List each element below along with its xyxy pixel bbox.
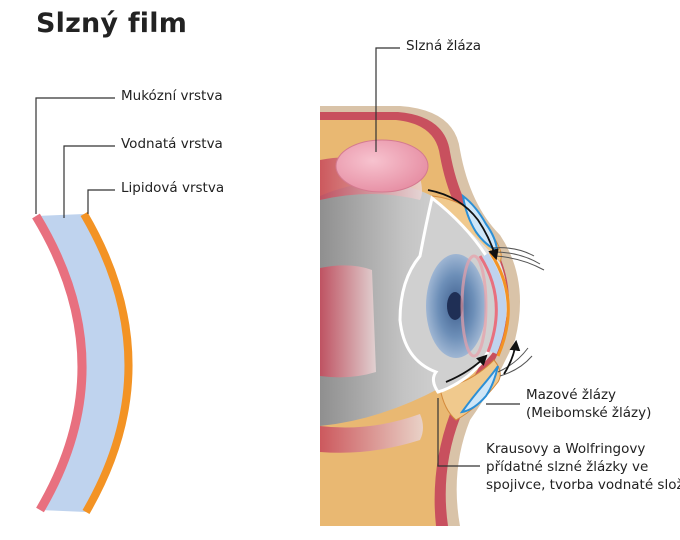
- aqueous-leader-line: [63, 145, 115, 218]
- corneal-tear-film-lipid: [488, 251, 510, 357]
- lower-eyelid: [439, 359, 501, 421]
- meibomian-flow-arrow: [503, 339, 521, 375]
- krause-leader-line: [437, 398, 480, 467]
- lipid-layer: [80, 211, 133, 515]
- cornea-highlight: [460, 254, 488, 358]
- page-title: Slzný film: [36, 8, 188, 39]
- lower-eyelashes: [497, 347, 533, 377]
- lipid-layer-label: Lipidová vrstva: [121, 180, 225, 196]
- lacrimal-gland: [335, 139, 429, 193]
- krause-label-line-1: Krausovy a Wolfringovy: [486, 441, 646, 457]
- meibomian-label-line-2: (Meibomské žlázy): [526, 405, 652, 421]
- eye-cross-section: [320, 106, 545, 526]
- corneal-tear-film-aqueous: [479, 253, 507, 354]
- right-leader-lines: [375, 47, 520, 467]
- mucous-layer-label: Mukózní vrstva: [121, 88, 223, 104]
- medial-muscle: [320, 265, 376, 378]
- inferior-muscle: [320, 414, 423, 453]
- left-leader-lines: [35, 97, 115, 218]
- tear-film-layers: [32, 211, 133, 515]
- lacrimal-gland-label: Slzná žláza: [406, 38, 481, 54]
- krause-label-line-2: přídatné slzné žlázky ve: [486, 459, 649, 475]
- corneal-tear-film-mucous: [478, 255, 498, 353]
- mucous-layer: [32, 213, 87, 513]
- mucous-leader-line: [35, 97, 115, 214]
- aqueous-layer-label: Vodnatá vrstva: [121, 136, 223, 152]
- lower-tear-flow-arrow: [445, 354, 488, 383]
- meibomian-label-line-1: Mazové žlázy: [526, 387, 617, 403]
- lipid-leader-line: [87, 189, 115, 214]
- upper-tear-flow-arrow: [427, 189, 499, 261]
- krause-label-line-3: spojivce, tvorba vodnaté složky: [486, 477, 680, 493]
- pupil: [447, 292, 463, 320]
- krause-wolfring-label: Krausovy a Wolfringovy přídatné slzné žl…: [486, 440, 680, 494]
- lacrimal-gland-leader-line: [375, 47, 400, 152]
- lower-meibomian-gland: [459, 365, 499, 414]
- meibomian-glands-label: Mazové žlázy (Meibomské žlázy): [526, 386, 651, 422]
